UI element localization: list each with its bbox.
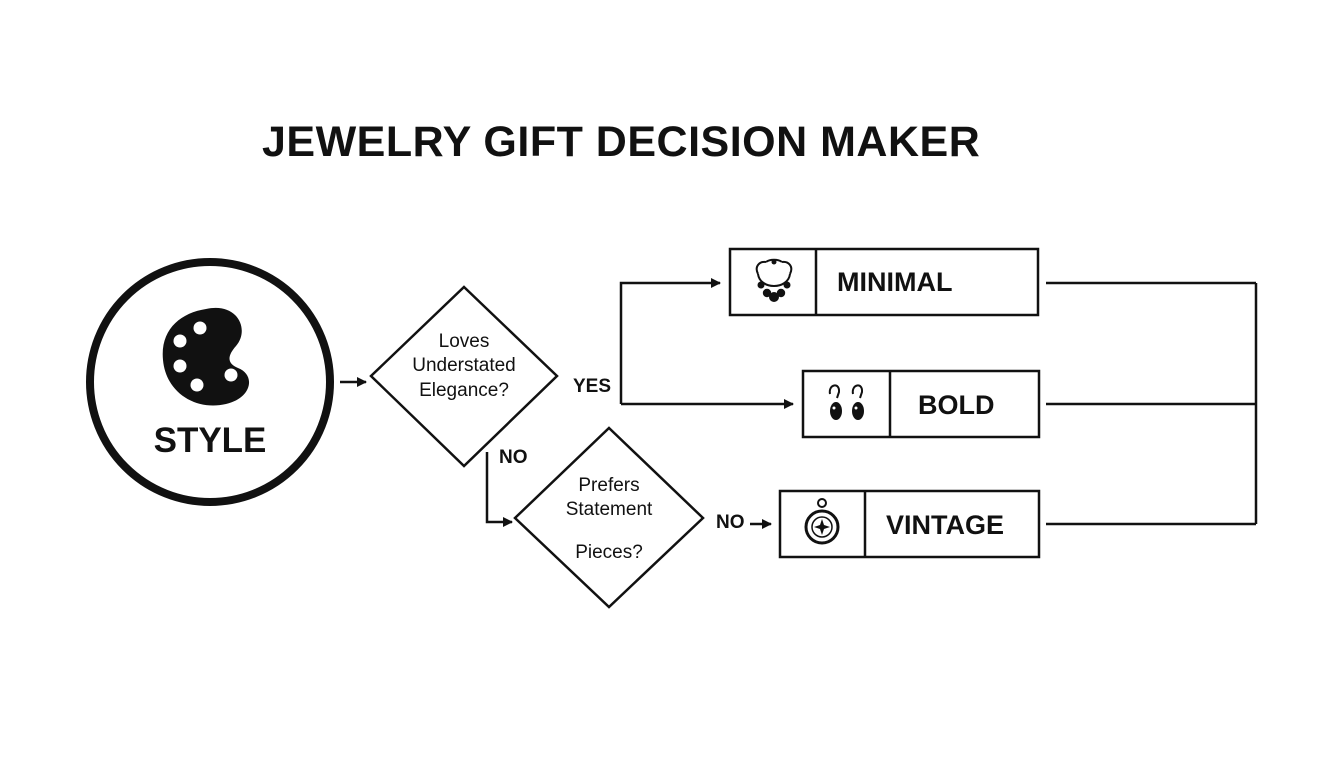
option-box	[801, 369, 1041, 439]
decision-2-line-3: Pieces?	[575, 542, 643, 563]
arrow-no-to-q2	[485, 452, 513, 527]
merge-connector	[1046, 281, 1258, 526]
decision-diamond	[369, 285, 559, 468]
palette-icon	[162, 307, 250, 406]
decision-1-line-1: Loves	[439, 331, 490, 352]
option-box	[728, 247, 1040, 317]
decision-understated-elegance: Loves Understated Elegance?	[369, 285, 559, 468]
start-label: STYLE	[154, 421, 267, 460]
option-minimal: MINIMAL	[728, 247, 1040, 317]
diagram-title: JEWELRY GIFT DECISION MAKER	[262, 118, 981, 166]
no-label-down: NO	[499, 447, 528, 468]
decision-1-line-3: Elegance?	[419, 380, 509, 401]
earrings-icon	[828, 384, 864, 420]
decision-diamond	[513, 426, 705, 609]
decision-2-line-2: Statement	[566, 499, 653, 520]
compass-pendant-icon	[804, 498, 840, 545]
decision-2-line-1: Prefers	[578, 475, 639, 496]
option-label-bold: BOLD	[918, 390, 995, 420]
option-vintage: VINTAGE	[778, 489, 1041, 559]
necklace-icon	[755, 258, 793, 302]
yes-label: YES	[573, 376, 611, 397]
decision-statement-pieces: Prefers Statement Pieces?	[513, 426, 705, 609]
option-bold: BOLD	[801, 369, 1041, 439]
decision-1-line-2: Understated	[412, 355, 516, 376]
option-label-vintage: VINTAGE	[886, 510, 1004, 540]
no-label-right: NO	[716, 512, 745, 533]
start-node: STYLE	[86, 258, 334, 506]
option-label-minimal: MINIMAL	[837, 267, 952, 297]
arrow-yes-to-minimal	[619, 278, 721, 404]
